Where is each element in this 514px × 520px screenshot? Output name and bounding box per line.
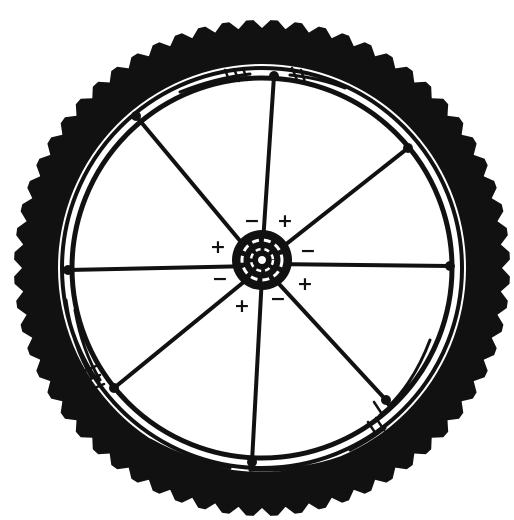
charge-sign: +	[234, 295, 250, 317]
charge-sign: −	[270, 288, 286, 310]
spoke	[270, 264, 450, 266]
charge-sign: −	[300, 240, 316, 262]
hub-axle	[258, 256, 266, 264]
hub	[232, 230, 292, 290]
charge-sign: +	[277, 210, 293, 232]
charge-sign: +	[297, 273, 313, 295]
charge-sign: −	[244, 210, 260, 232]
charge-sign: −	[212, 268, 228, 290]
charge-sign: +	[210, 236, 226, 258]
